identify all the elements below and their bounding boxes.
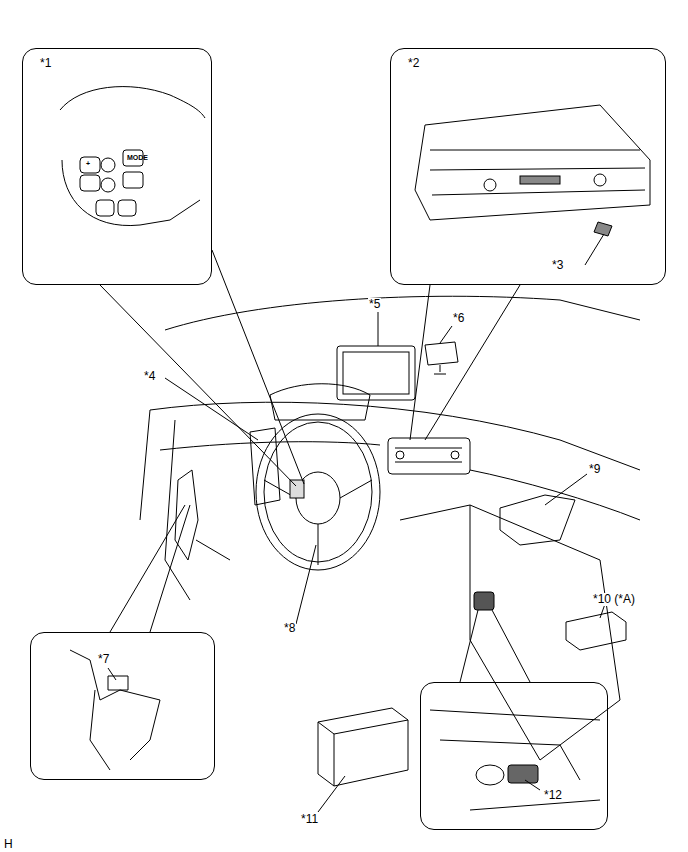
button-label: +: [85, 160, 91, 168]
callout-number: *8: [283, 622, 296, 635]
leader-lines: [100, 234, 605, 812]
callout-number: *10 (*A): [592, 593, 636, 606]
callout-number: *11: [300, 813, 319, 826]
callout-number: H: [3, 838, 14, 851]
callout-number: *9: [588, 463, 601, 476]
callout-number: *5: [368, 298, 381, 311]
inset-panel: *7: [30, 632, 215, 780]
callout-number: *1: [39, 57, 52, 70]
vehicle-interior: [140, 296, 640, 786]
callout-number: *4: [143, 370, 156, 383]
callout-number: *6: [452, 312, 465, 325]
inset-panel: *1 + MODE: [22, 48, 212, 285]
inset-panel: *2 *3: [390, 48, 666, 285]
callout-number: *7: [97, 653, 110, 666]
inset-drawings: [60, 87, 650, 810]
callout-number: *12: [543, 789, 563, 802]
button-label: *3: [551, 259, 564, 272]
inset-panel: *12: [420, 682, 608, 830]
callout-number: *2: [407, 57, 420, 70]
button-label: MODE: [126, 154, 149, 162]
